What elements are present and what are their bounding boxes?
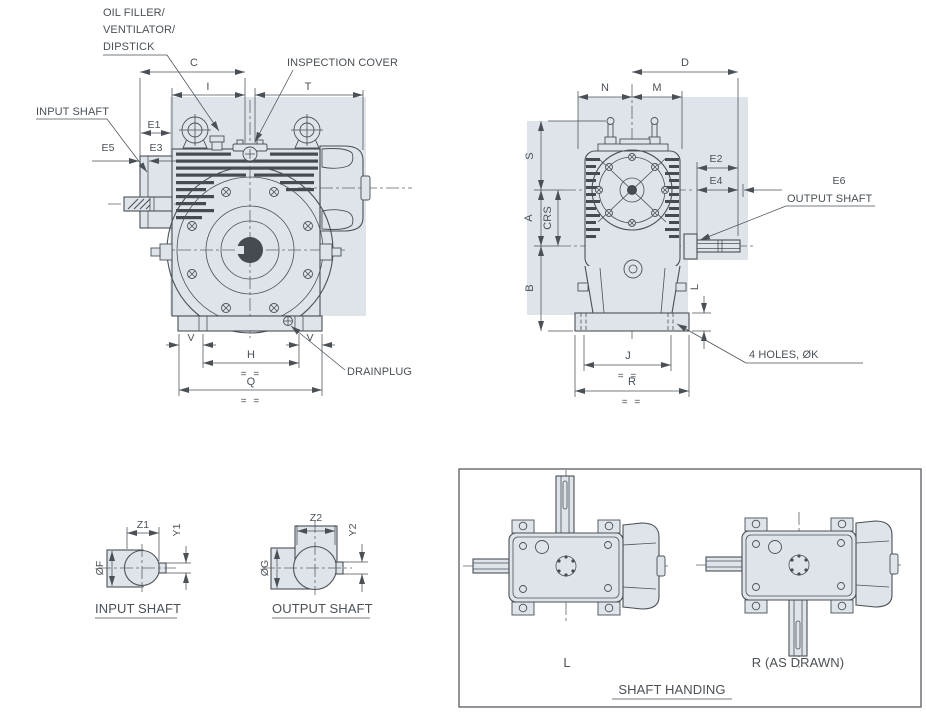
dim-label-e6: E6 [832, 175, 845, 187]
lower-body [577, 259, 687, 314]
dim-label-r: R [628, 376, 636, 388]
dim-label-v-left: V [187, 332, 194, 344]
cooling-fins [176, 152, 318, 220]
dim-label-j: J [625, 350, 631, 362]
input-bearing-plate [139, 155, 173, 229]
side-base [574, 312, 690, 332]
drainplug-callout: DRAINPLUG [290, 325, 412, 378]
output-shaft-side [683, 233, 741, 260]
input-shaft-section: ØF Z1 Y1 INPUT SHAFT [94, 519, 191, 619]
handing-unit-left: L [463, 470, 668, 670]
worm-bearing-housing [591, 149, 673, 231]
oil-filler-callout: OIL FILLER/ VENTILATOR/ DIPSTICK [103, 7, 220, 132]
front-view: C I T E1 E5 E3 V V H = = Q = = OIL FILLE… [36, 7, 412, 407]
handing-left-label: L [563, 655, 570, 670]
output-section-title: OUTPUT SHAFT [272, 601, 373, 616]
panel-border [458, 468, 922, 708]
equal-mark-j: = = [618, 371, 638, 382]
inspection-cover-callout: INSPECTION COVER [254, 57, 398, 143]
dim-label-d: D [681, 57, 689, 69]
dim-label-m: M [652, 82, 661, 94]
equal-mark-r: = = [622, 397, 642, 408]
output-shaft-bore [237, 237, 263, 263]
side-view: D N M S A B CRS E2 E4 E6 OUTPUT SHAFT L … [523, 57, 875, 408]
oil-filler-label-1: OIL FILLER/ [103, 7, 166, 19]
holes-callout: 4 HOLES, ØK [676, 323, 863, 364]
drainplug-label: DRAINPLUG [347, 366, 412, 378]
dim-label-dia-g: ØG [259, 560, 271, 577]
drainplug-fitting [283, 316, 293, 326]
dim-label-v-right: V [306, 332, 313, 344]
inspection-cover-side [619, 138, 651, 145]
output-shaft-section: ØG Z2 Y2 OUTPUT SHAFT [259, 512, 373, 619]
bell-boss [360, 175, 371, 201]
dim-label-e4: E4 [709, 175, 722, 187]
dim-label-z2: Z2 [310, 512, 323, 524]
holes-label: 4 HOLES, ØK [749, 349, 819, 361]
input-shaft [123, 196, 173, 212]
dim-label-z1: Z1 [137, 519, 150, 531]
inspection-cover-label: INSPECTION COVER [287, 57, 398, 69]
side-lugs [150, 243, 342, 261]
motor-bell [319, 145, 371, 232]
input-shaft-callout: INPUT SHAFT [36, 106, 148, 173]
dim-label-c: C [190, 57, 198, 69]
dim-label-b: B [524, 284, 536, 291]
dim-label-y1: Y1 [171, 523, 183, 536]
dim-label-e2: E2 [709, 153, 722, 165]
input-section-title: INPUT SHAFT [95, 601, 181, 616]
equal-mark-h: = = [241, 369, 261, 380]
dim-label-a: A [523, 214, 535, 222]
oil-filler-label-3: DIPSTICK [103, 41, 155, 53]
dim-label-i: I [206, 81, 209, 93]
dim-label-q: Q [247, 376, 256, 388]
dim-label-l: L [689, 284, 701, 290]
oil-filler-plug [209, 135, 225, 151]
dim-label-t: T [305, 81, 312, 93]
dim-label-h: H [247, 349, 255, 361]
output-shaft-callout: OUTPUT SHAFT [699, 193, 875, 241]
dim-label-dia-f: ØF [94, 561, 106, 576]
oil-filler-label-2: VENTILATOR/ [103, 24, 176, 36]
dim-label-e3: E3 [149, 142, 162, 154]
dim-label-crs: CRS [542, 206, 554, 230]
mounting-base [177, 315, 323, 332]
dim-label-y2: Y2 [347, 523, 359, 536]
dim-label-e1: E1 [147, 119, 160, 131]
handing-unit-right: R (AS DRAWN) [696, 512, 901, 670]
shaft-handing-title: SHAFT HANDING [618, 682, 725, 697]
dim-label-e5: E5 [101, 142, 114, 154]
equal-mark-q: = = [241, 396, 261, 407]
inspection-cover-plate [232, 139, 268, 162]
dim-label-s: S [524, 152, 536, 159]
dim-label-n: N [601, 82, 609, 94]
handing-right-label: R (AS DRAWN) [752, 655, 844, 670]
shaft-handing-panel: L R (AS DRAWN) SHAFT HANDING [458, 468, 922, 708]
output-shaft-label: OUTPUT SHAFT [787, 193, 873, 205]
input-shaft-label: INPUT SHAFT [36, 106, 109, 118]
side-fins [586, 158, 679, 238]
